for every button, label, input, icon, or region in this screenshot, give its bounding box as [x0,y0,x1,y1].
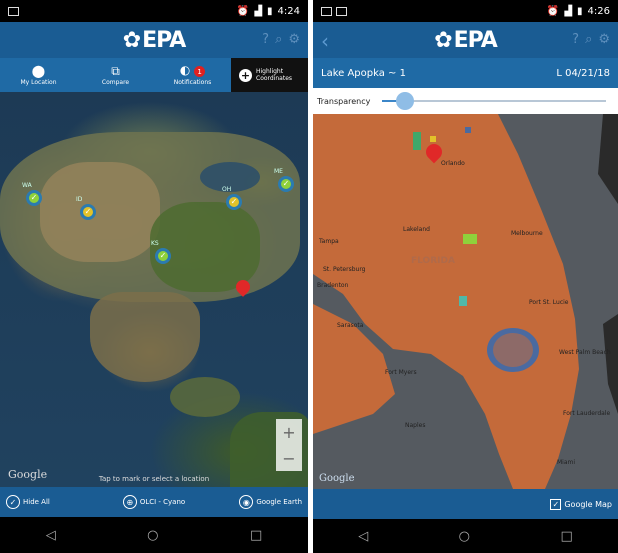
epa-flower-icon: ✿ [122,27,141,53]
transparency-slider-fill [382,100,405,102]
city-label: Orlando [441,160,465,167]
recents-nav-icon[interactable]: □ [560,528,573,544]
bottom-bar: ✓ Hide All ⊕ OLCI - Cyano ◉ Google Earth [0,487,308,517]
map-hint: Tap to mark or select a location [98,475,210,483]
gear-icon[interactable]: ⚙ [598,32,610,47]
zoom-out-button[interactable]: − [282,448,296,468]
signal-icon: ▟ [564,5,573,17]
google-earth-button[interactable]: ◉ Google Earth [203,495,302,509]
app-bar: ‹ ✿EPA ? ⌕ ⚙ [313,22,618,58]
status-bar: ⏰ ▟ ▮ 4:24 [0,0,308,22]
alarm-icon: ⏰ [546,5,560,17]
status-time: 4:24 [277,5,300,17]
status-bar: ⏰ ▟ ▮ 4:26 [313,0,618,22]
tab-notifications[interactable]: ◐ 1 Notifications [173,62,212,87]
city-label: Miami [557,459,576,466]
state-label: FLORIDA [411,256,455,266]
google-map-checkbox[interactable]: ✓ [550,498,562,510]
transparency-label: Transparency [317,96,371,106]
home-nav-icon[interactable]: ○ [147,527,159,543]
layer-selector-button[interactable]: ⊕ OLCI - Cyano [105,495,204,509]
epa-logo: ✿EPA [122,27,187,53]
back-chevron-icon[interactable]: ‹ [321,29,329,53]
tab-highlight-coordinates[interactable]: + Highlight Coordinates [231,58,308,92]
city-label: Fort Myers [385,369,417,376]
city-label: Port St. Lucie [529,299,569,306]
compare-icon: ⧉ [111,63,120,78]
city-label: Tampa [319,238,339,245]
zoom-in-button[interactable]: + [282,422,296,442]
city-label: Bradenton [317,282,349,289]
city-label: Lakeland [403,226,430,233]
transparency-slider-handle[interactable] [395,92,414,110]
transparency-slider[interactable] [382,92,606,110]
battery-icon: ▮ [267,5,273,17]
marker-ks[interactable]: KS✓ [151,240,171,264]
marker-wa[interactable]: WA✓ [22,182,42,206]
city-label: Melbourne [511,230,543,237]
help-icon[interactable]: ? [262,32,270,47]
notification-icon [321,6,332,16]
marker-oh[interactable]: OH✓ [222,186,242,210]
city-label: St. Petersburg [323,266,366,273]
right-screen: ⏰ ▟ ▮ 4:26 ‹ ✿EPA ? ⌕ ⚙ Lake Apopka ~ 1 … [313,0,618,553]
mexico-land [90,292,200,382]
status-time: 4:26 [587,5,610,17]
bell-icon: ◐ 1 [180,64,206,78]
android-nav-bar: ◁ ○ □ [0,517,308,553]
earth-icon: ◉ [239,495,254,509]
city-label: West Palm Beach [559,349,611,356]
search-icon[interactable]: ⌕ [275,32,283,47]
gear-icon[interactable]: ⚙ [288,32,300,47]
tab-my-location[interactable]: ⬤ My Location [20,63,57,86]
globe-icon: ⊕ [122,495,137,509]
google-logo: Google [8,468,48,481]
tab-compare[interactable]: ⧉ Compare [101,63,130,86]
back-nav-icon[interactable]: ◁ [45,527,56,543]
great-lakes [200,162,260,192]
transparency-row: Transparency [313,88,618,114]
bloom-map[interactable]: FLORIDA Orlando Melbourne Lakeland Tampa… [313,114,618,489]
battery-icon: ▮ [577,5,583,17]
left-screen: ⏰ ▟ ▮ 4:24 ✿EPA ? ⌕ ⚙ ⬤ My Location ⧉ Co… [0,0,308,553]
alarm-icon: ⏰ [236,5,250,17]
satellite-map[interactable]: WA✓ ID✓ KS✓ OH✓ ME✓ + − Google Tap to ma… [0,92,308,487]
western-land [40,162,160,262]
image-date: L 04/21/18 [556,67,610,79]
bottom-bar: ✓ Google Map [313,489,618,519]
notification-badge: 1 [194,66,206,78]
hide-all-button[interactable]: ✓ Hide All [6,495,105,509]
help-icon[interactable]: ? [572,32,580,47]
marker-id[interactable]: ID✓ [76,196,96,220]
epa-logo: ✿EPA [434,27,498,53]
notification-icon [8,6,19,16]
back-nav-icon[interactable]: ◁ [358,528,369,544]
location-pin-icon: ⬤ [31,63,46,78]
search-icon[interactable]: ⌕ [585,32,593,47]
signal-icon: ▟ [254,5,263,17]
central-america-land [170,377,240,417]
zoom-controls: + − [276,419,302,471]
google-map-toggle-label[interactable]: Google Map [564,499,612,509]
location-title-bar: Lake Apopka ~ 1 L 04/21/18 [313,58,618,88]
city-label: Sarasota [337,322,364,329]
check-circle-icon: ✓ [6,495,20,509]
google-logo: Google [319,473,355,484]
eastern-land [150,202,260,292]
tab-bar: ⬤ My Location ⧉ Compare ◐ 1 Notification… [0,58,308,92]
recents-nav-icon[interactable]: □ [249,527,263,543]
city-label: Fort Lauderdale [563,410,611,417]
app-bar: ✿EPA ? ⌕ ⚙ [0,22,308,58]
location-title: Lake Apopka ~ 1 [321,67,406,79]
android-nav-bar: ◁ ○ □ [313,519,618,553]
image-notification-icon [336,6,347,16]
home-nav-icon[interactable]: ○ [458,528,471,544]
city-label: Naples [405,422,426,429]
epa-flower-icon: ✿ [434,27,452,53]
florida-bloom-overlay [313,114,618,489]
add-circle-icon: + [239,68,252,82]
marker-me[interactable]: ME✓ [274,168,294,192]
